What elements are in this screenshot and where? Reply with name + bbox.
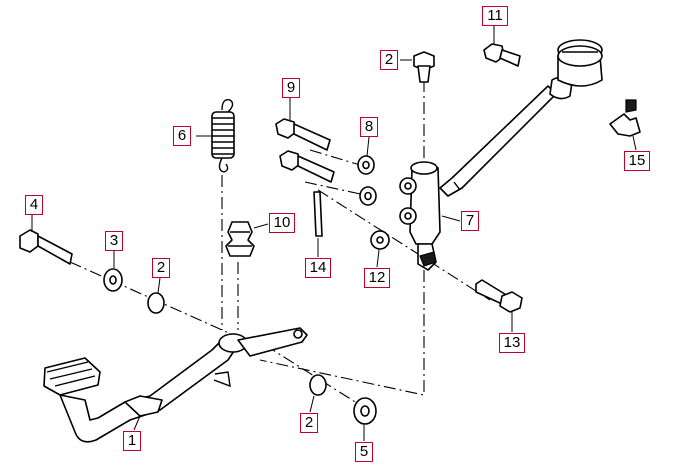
return-spring-part — [211, 99, 235, 173]
washer-part-8 — [357, 155, 377, 206]
banjo-bolt-part — [413, 51, 435, 83]
callout-5: 5 — [355, 442, 373, 462]
callout-2-left: 2 — [152, 258, 170, 278]
callout-11: 11 — [482, 6, 508, 26]
callout-4: 4 — [25, 195, 43, 215]
callout-2-top: 2 — [380, 50, 398, 70]
reservoir-part — [557, 39, 603, 87]
washer-part-12 — [370, 230, 390, 250]
callout-2-bottom: 2 — [300, 413, 318, 433]
callout-14: 14 — [305, 258, 331, 278]
callout-10: 10 — [269, 213, 295, 233]
brake-pedal-part — [43, 327, 308, 443]
callout-6: 6 — [173, 126, 191, 146]
rod-end-bolt-part — [475, 279, 523, 313]
reservoir-hose-part — [439, 76, 573, 197]
pushrod-boot-part — [225, 221, 255, 257]
callout-12: 12 — [364, 268, 390, 288]
callout-15: 15 — [624, 151, 650, 171]
callout-7: 7 — [461, 211, 479, 231]
callout-3: 3 — [105, 231, 123, 251]
callout-leader-lines — [31, 26, 637, 441]
callout-8: 8 — [360, 117, 378, 137]
washer-part-3 — [103, 268, 123, 292]
reservoir-bolt-part — [483, 43, 521, 67]
pivot-bolt-part — [19, 229, 73, 265]
washer-part-5 — [353, 397, 377, 425]
o-ring-part — [147, 292, 327, 396]
mounting-bolts-part — [275, 118, 335, 183]
hose-clip-part — [609, 99, 641, 137]
pin-part — [313, 191, 323, 237]
master-cylinder-part — [399, 161, 441, 271]
callout-1: 1 — [123, 431, 141, 451]
callout-9: 9 — [282, 78, 300, 98]
callout-13: 13 — [499, 333, 525, 353]
